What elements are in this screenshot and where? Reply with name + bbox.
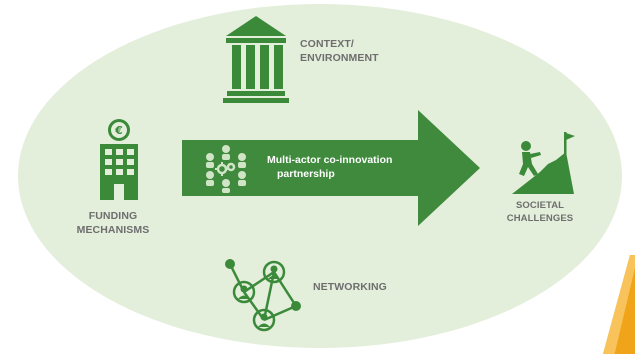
climber-flag-icon <box>510 130 576 196</box>
funding-label-line1: FUNDING <box>88 210 138 222</box>
euro-building-icon: € <box>96 118 142 202</box>
societal-label-line2: CHALLENGES <box>506 213 574 224</box>
arrow-label-line1: Multi-actor co-innovation <box>267 154 393 166</box>
corner-accent <box>603 255 635 354</box>
people-gears-icon <box>200 143 252 193</box>
co-innovation-arrow <box>182 110 480 226</box>
societal-label: SOCIETAL CHALLENGES <box>495 199 585 225</box>
bank-building-icon <box>222 14 290 104</box>
arrow-label: Multi-actor co-innovation partnership <box>267 153 392 181</box>
network-people-icon <box>220 254 304 334</box>
context-label-line1: CONTEXT/ <box>300 38 354 50</box>
funding-label-line2: MECHANISMS <box>76 224 150 236</box>
networking-label-text: NETWORKING <box>313 281 387 293</box>
societal-label-line1: SOCIETAL <box>515 200 565 211</box>
funding-label: FUNDING MECHANISMS <box>58 209 168 237</box>
context-label-line2: ENVIRONMENT <box>300 52 379 64</box>
context-label: CONTEXT/ ENVIRONMENT <box>300 37 379 65</box>
svg-text:€: € <box>114 124 123 137</box>
networking-label: NETWORKING <box>313 280 387 294</box>
arrow-label-line2: partnership <box>277 168 335 180</box>
